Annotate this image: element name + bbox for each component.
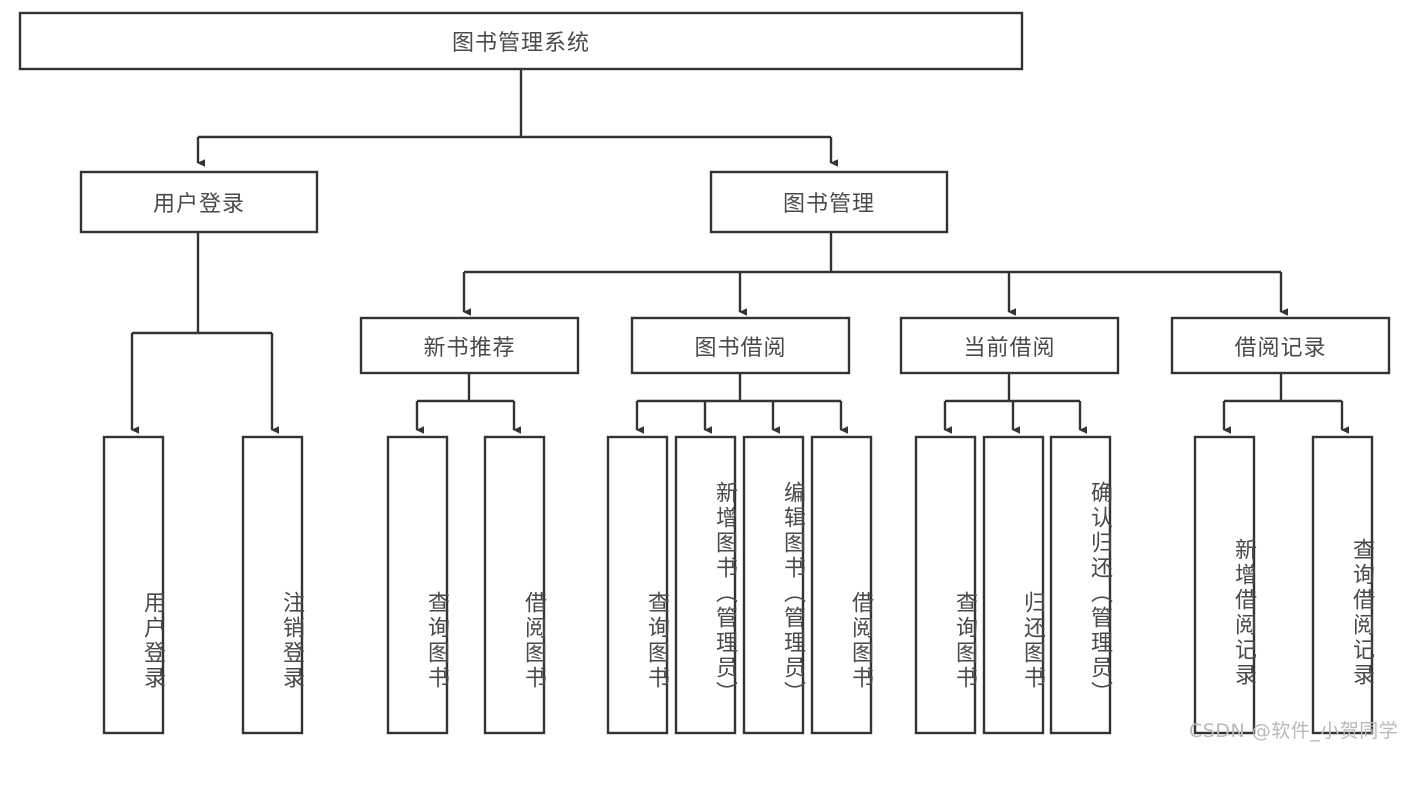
leaf-box-query-books-borrow[interactable] — [606, 435, 669, 735]
leaf-box-edit-book-admin[interactable] — [742, 435, 805, 735]
leaf-box-confirm-return-admin[interactable] — [1049, 435, 1112, 735]
leaf-box-logout[interactable] — [241, 435, 304, 735]
node-user-login-box[interactable] — [79, 170, 319, 234]
node-root-box[interactable] — [18, 11, 1024, 71]
flowchart-svg — [18, 11, 1391, 735]
connector-record-to-leaves — [1222, 373, 1349, 434]
connector-current-to-leaves — [943, 373, 1087, 434]
connector-recommend-to-leaves — [415, 373, 521, 434]
node-borrow-record-box[interactable] — [1170, 316, 1391, 375]
leaf-box-borrow-book[interactable] — [810, 435, 873, 735]
connector-root-to-level2 — [196, 69, 838, 167]
leaf-box-add-borrow-record[interactable] — [1193, 435, 1256, 735]
node-book-management-box[interactable] — [709, 170, 949, 234]
leaf-box-query-borrow-record[interactable] — [1311, 435, 1374, 735]
connector-borrow-to-leaves — [635, 373, 848, 434]
leaf-box-query-books-recommend[interactable] — [386, 435, 449, 735]
connector-bookmgmt-to-level3 — [462, 232, 1288, 316]
node-book-borrow-box[interactable] — [630, 316, 851, 375]
leaf-box-query-books-current[interactable] — [914, 435, 977, 735]
csdn-watermark: CSDN @软件_小贺同学 — [1189, 720, 1399, 742]
flowchart-diagram: 图书管理系统 用户登录 图书管理 新书推荐 图书借阅 当前借阅 借阅记录 用户登… — [18, 11, 1399, 742]
connector-userlogin-to-leaves — [130, 232, 279, 434]
node-new-book-recommend-box[interactable] — [359, 316, 580, 375]
node-current-borrow-box[interactable] — [899, 316, 1120, 375]
leaf-box-return-book[interactable] — [982, 435, 1045, 735]
leaf-box-add-book-admin[interactable] — [674, 435, 737, 735]
leaf-box-user-login[interactable] — [102, 435, 165, 735]
leaf-box-borrow-books-recommend[interactable] — [483, 435, 546, 735]
